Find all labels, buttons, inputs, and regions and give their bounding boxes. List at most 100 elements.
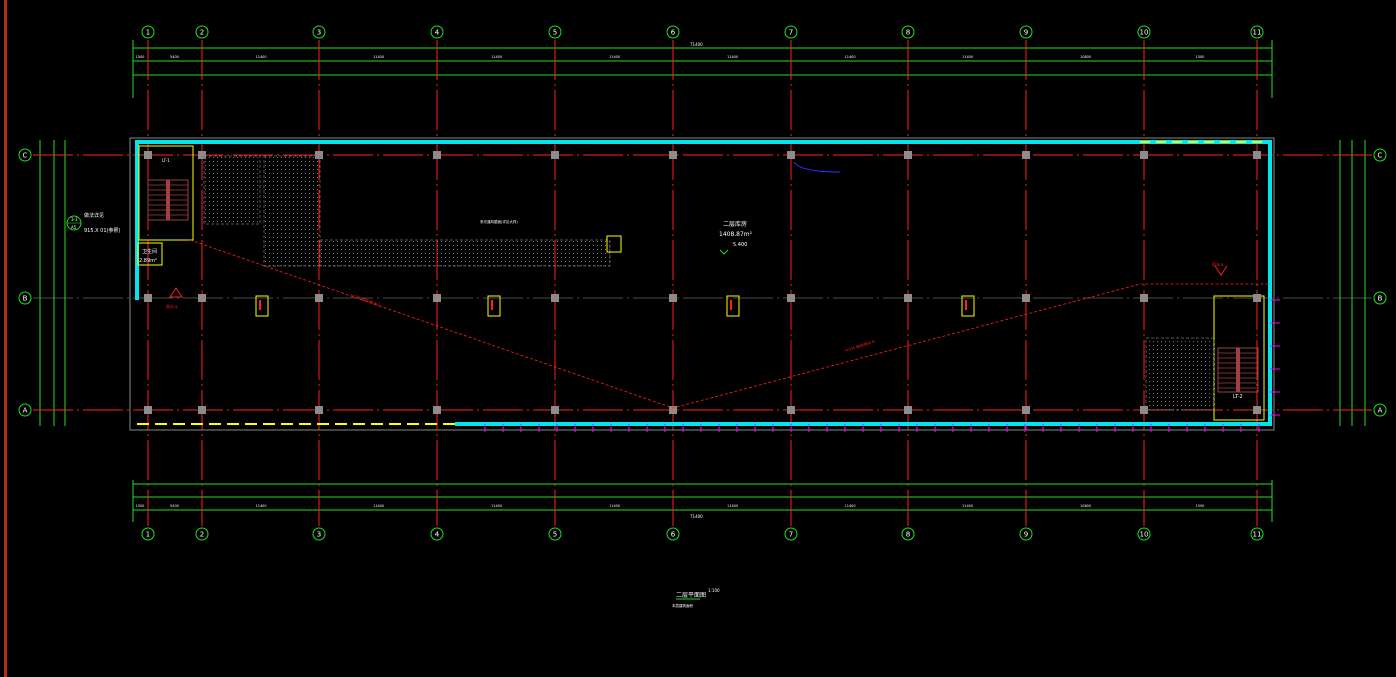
column [144,406,152,414]
column [1022,294,1030,302]
grid-bubble-bottom-10 [1137,527,1151,541]
grid-bubble-bottom-9 [1019,527,1033,541]
grid-bubble-bottom-5-label: 5 [553,531,557,539]
grid-axes [33,40,1372,526]
drawing-title: 二层平面图 [676,592,706,599]
column [433,406,441,414]
grid-bubble-top-9-label: 9 [1024,29,1028,37]
small-room-name: 卫生间 [142,248,157,255]
grid-bubble-top-8 [901,25,915,39]
dimension-lines: 1500150054005400114001140011400114001140… [39,40,1366,522]
column [144,294,152,302]
dimension-text: 11400 [727,55,738,59]
grid-bubble-right-C-label: C [1378,152,1383,160]
small-room-area: 2.89m² [139,258,157,264]
grid-bubble-bottom-4 [430,527,444,541]
grid-bubble-bottom-5 [548,527,562,541]
column [315,294,323,302]
dimension-text: 11400 [373,55,384,59]
dimension-text: 11400 [373,504,384,508]
grid-bubble-left-C-label: C [23,152,28,160]
grid-bubble-bottom-2-label: 2 [200,531,204,539]
grid-bubble-bottom-6-label: 6 [671,531,676,539]
slope-note-right: i=1% 坡向雨水斗 [844,338,876,353]
column [433,294,441,302]
grid-bubble-bottom-8-label: 8 [906,531,910,539]
column [1022,151,1030,159]
roof-drain-label: 雨水斗 [1212,261,1224,267]
column [551,151,559,159]
column [1022,406,1030,414]
grid-bubble-right-A-label: A [1378,407,1383,415]
skylight-hatch [203,155,261,225]
dimension-text: 1500 [1196,55,1205,59]
slope-note-left: i=1% 坡向雨水斗 [350,291,382,308]
grid-bubble-bottom-3 [312,527,326,541]
outer-wall-outline [129,137,1275,431]
fixtures [137,155,1270,411]
detail-ref-bottom: A5 [71,225,77,230]
grid-bubble-top-8-label: 8 [906,29,910,37]
grid-bubble-bottom-1 [141,527,155,541]
roof-drain-icon [169,287,183,298]
column [1253,406,1261,414]
grid-bubble-top-5-label: 5 [553,29,557,37]
grid-bubble-top-11 [1250,25,1264,39]
grid-bubble-bottom-6 [666,527,680,541]
viewport-left-edge [0,0,7,677]
dimension-text: 11400 [256,55,267,59]
skylight-hatch [319,239,611,267]
grid-bubble-top-7-label: 7 [789,29,793,37]
shaft [726,295,740,317]
column [1140,151,1148,159]
grid-bubble-top-7 [784,25,798,39]
overall-dimension-bottom: 71400 [690,514,703,519]
grid-bubble-top-4-label: 4 [435,29,440,37]
dimension-text: 11400 [962,55,973,59]
grid-bubble-top-1-label: 1 [146,29,150,37]
column [904,151,912,159]
grid-bubble-bottom-4-label: 4 [435,531,440,539]
dimension-text: 11400 [609,55,620,59]
stair-left-label: LT-1 [162,158,170,163]
drawing-subtitle: 本层建筑面积 [672,603,693,608]
column [787,151,795,159]
overall-dimension-top: 71400 [690,42,703,47]
layout-frame-border [4,0,7,677]
grid-bubble-top-6-label: 6 [671,29,676,37]
grid-bubble-right-B-label: B [1378,295,1383,303]
column [904,294,912,302]
columns [144,151,1261,414]
drain-pipe [793,161,841,173]
grid-bubble-right-A [1373,403,1387,417]
grid-bubble-bottom-7 [784,527,798,541]
column [669,151,677,159]
dimension-text: 11400 [962,504,973,508]
column [315,151,323,159]
column [198,406,206,414]
grid-bubble-bottom-2 [195,527,209,541]
grid-bubble-left-A [18,403,32,417]
grid-bubble-top-11-label: 11 [1253,29,1262,37]
dimension-text: 5400 [170,55,179,59]
dimension-text: 11400 [491,55,502,59]
grid-bubble-right-B [1373,291,1387,305]
column [198,294,206,302]
grid-bubble-top-2 [195,25,209,39]
grid-bubble-left-A-label: A [23,407,28,415]
stair-enclosure-left [138,145,194,241]
grid-bubble-top-10-label: 10 [1140,29,1149,37]
grid-bubble-bottom-1-label: 1 [146,531,150,539]
dimension-text: 5400 [170,504,179,508]
shaft [961,295,975,317]
grid-bubble-top-6 [666,25,680,39]
hatch-note: 采光通风屋面(详见大样) [480,219,518,224]
grid-bubble-top-2-label: 2 [200,29,204,37]
dimension-text: 10800 [1080,55,1091,59]
column [1140,406,1148,414]
column [904,406,912,414]
shaft [255,295,269,317]
dimension-text: 11400 [609,504,620,508]
